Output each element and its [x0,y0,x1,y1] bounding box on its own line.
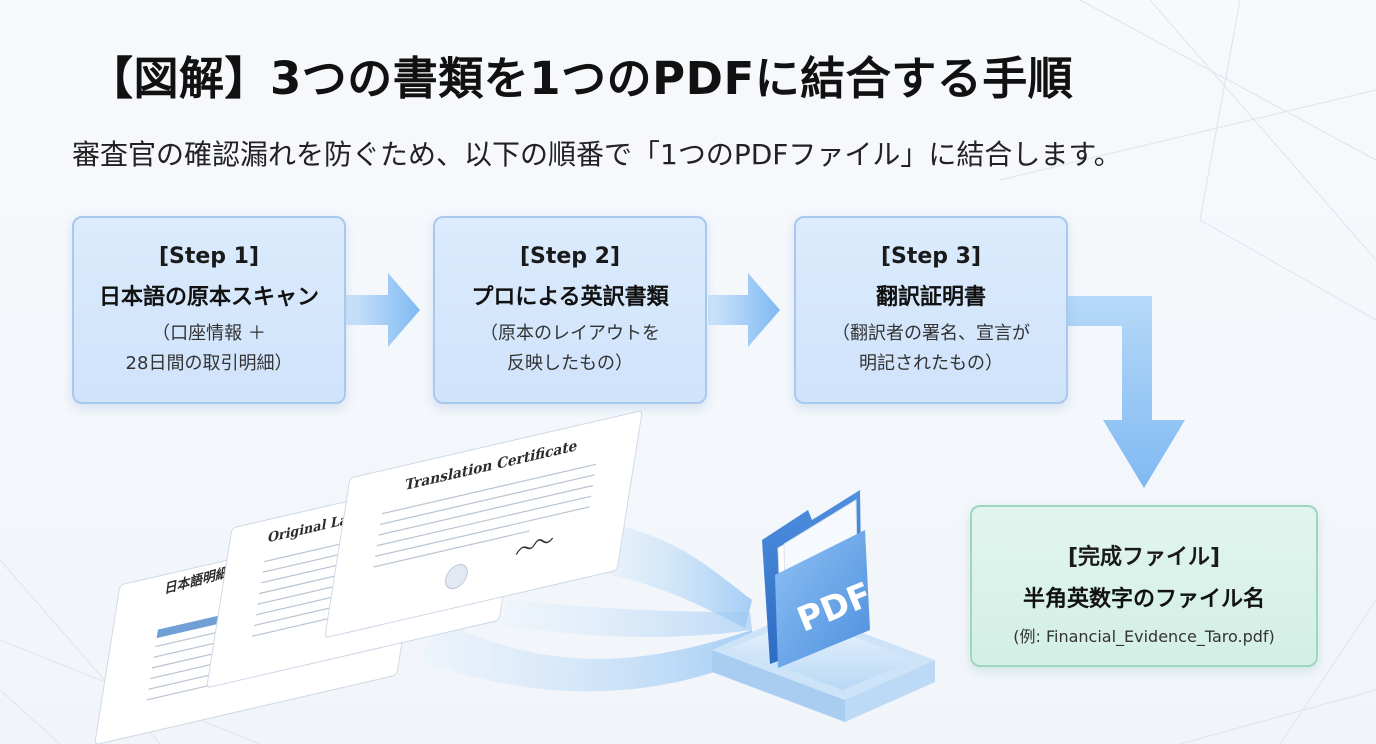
step-3-desc: （翻訳者の署名、宣言が 明記されたもの） [796,319,1066,379]
step-1-desc-line1: （口座情報 ＋ [152,323,266,344]
step-3-desc-line2: 明記されたもの） [859,353,1003,374]
flow-ribbon-mid [500,600,752,637]
step-1-name: 日本語の原本スキャン [98,285,319,310]
certificate-seal [445,564,468,590]
final-name: 半角英数字のファイル名 [1022,587,1265,612]
step-1-label: [Step 1] [158,244,260,269]
step-2-desc-line1: （原本のレイアウトを [480,323,660,344]
step-2-desc-line2: 反映したもの） [507,353,633,374]
document-translation-certificate: Translation Certificate [324,410,643,638]
pdf-folder-icon: PDF [762,490,877,668]
step-1-desc-line2: 28日間の取引明細） [125,353,293,374]
flow-ribbon-upper [590,520,752,628]
step-1-desc: （口座情報 ＋ 28日間の取引明細） [74,319,344,379]
final-label: [完成ファイル] [1067,545,1221,570]
step-3-box: [Step 3] 翻訳証明書 （翻訳者の署名、宣言が 明記されたもの） [794,216,1068,404]
final-file-box: [完成ファイル] 半角英数字のファイル名 (例: Financial_Evide… [970,505,1318,667]
step-3-name: 翻訳証明書 [875,285,986,310]
step-3-label: [Step 3] [880,244,982,269]
step-3-desc-line1: （翻訳者の署名、宣言が [832,323,1030,344]
signature-mark [515,537,554,555]
page-subtitle: 審査官の確認漏れを防ぐため、以下の順番で「1つのPDFファイル」に結合します。 [72,138,1122,171]
page-title: 【図解】3つの書類を1つのPDFに結合する手順 [88,52,1074,105]
flow-ribbon-lower [420,620,758,692]
step-1-box: [Step 1] 日本語の原本スキャン （口座情報 ＋ 28日間の取引明細） [72,216,346,404]
step-2-label: [Step 2] [519,244,621,269]
step-2-desc: （原本のレイアウトを 反映したもの） [435,319,705,379]
final-example-filename: (例: Financial_Evidence_Taro.pdf) [1013,627,1275,646]
step-2-name: プロによる英訳書類 [471,285,669,310]
step-2-box: [Step 2] プロによる英訳書類 （原本のレイアウトを 反映したもの） [433,216,707,404]
